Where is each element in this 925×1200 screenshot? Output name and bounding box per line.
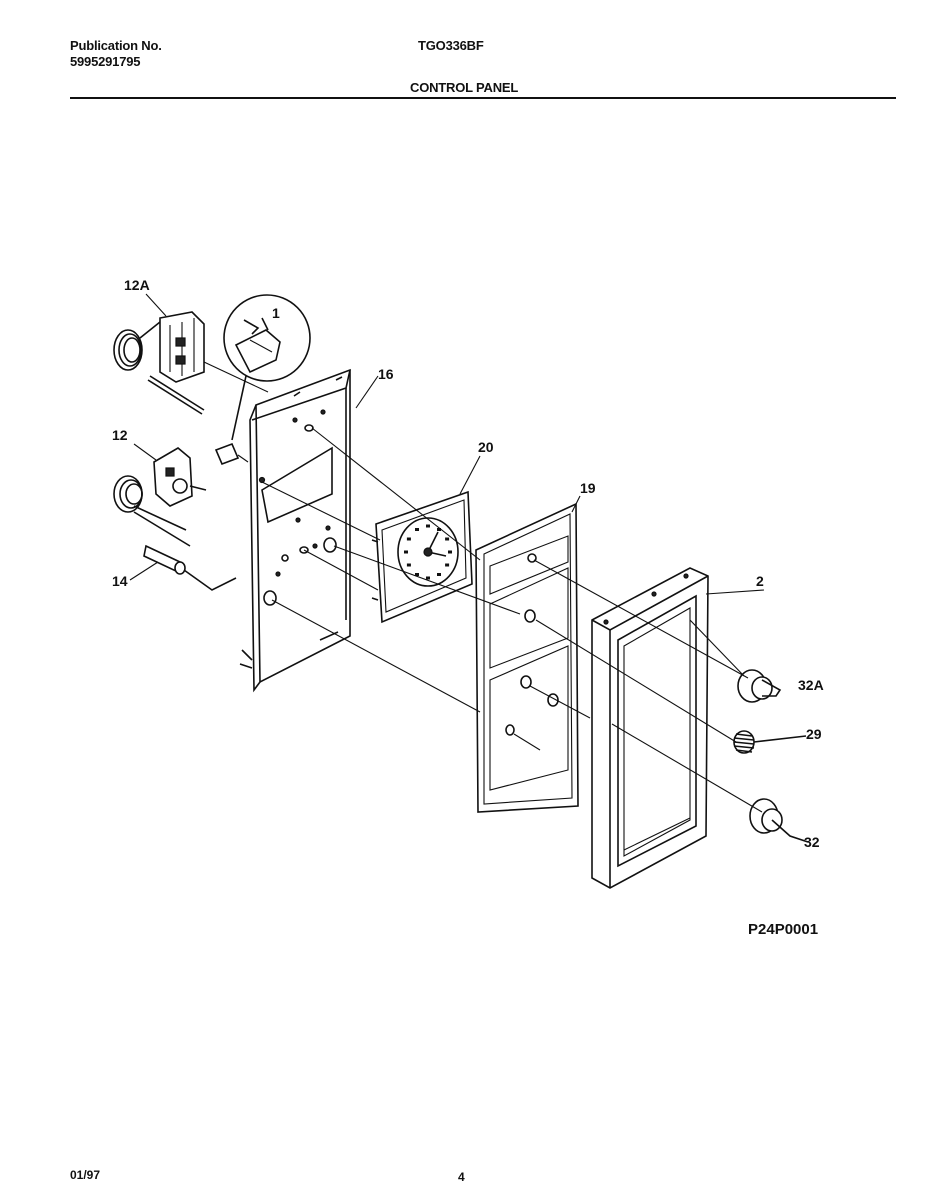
callout-1: 1	[272, 305, 280, 321]
callout-20: 20	[478, 439, 494, 455]
footer-page-number: 4	[458, 1170, 465, 1184]
footer-date: 01/97	[70, 1168, 101, 1182]
publication-number: 5995291795	[70, 54, 141, 69]
callout-32a: 32A	[798, 677, 824, 693]
figure-code: P24P0001	[748, 921, 819, 938]
clock-tick-mark	[415, 573, 419, 576]
clock-tick-mark	[437, 528, 441, 531]
callout-29: 29	[806, 726, 822, 742]
clock-tick-mark	[448, 550, 452, 554]
leader-14	[129, 561, 159, 581]
publication-label: Publication No.	[70, 38, 162, 53]
callout-2: 2	[756, 573, 764, 589]
leader-12a	[145, 293, 167, 317]
part-16-panel-plate	[239, 368, 351, 693]
callout-32: 32	[804, 834, 820, 850]
part-12a-thermostat	[113, 311, 269, 415]
clock-face-ticks	[404, 524, 452, 580]
header-rule	[70, 97, 896, 99]
leader-2	[705, 589, 765, 595]
clock-tick-mark	[437, 573, 441, 576]
part-12-thermostat	[113, 447, 207, 547]
clock-tick-mark	[426, 524, 430, 528]
clock-tick-mark	[406, 563, 411, 567]
part-29-knob-spring	[733, 730, 807, 754]
callout-12a: 12A	[124, 277, 150, 293]
part-1-clip-detail	[214, 294, 311, 466]
part-14-indicator-light	[143, 544, 237, 591]
callout-12: 12	[112, 427, 128, 443]
part-20-clock-timer	[371, 490, 473, 624]
assembly-alignment-lines	[261, 427, 763, 813]
clock-tick-mark	[404, 550, 408, 554]
callout-16: 16	[378, 366, 394, 382]
model-number: TGO336BF	[418, 38, 484, 53]
leader-19	[571, 495, 581, 513]
section-title: CONTROL PANEL	[410, 80, 519, 95]
clock-tick-mark	[445, 537, 450, 541]
leader-16	[355, 375, 379, 409]
part-32a-knob	[737, 669, 782, 703]
clock-tick-mark	[426, 576, 430, 580]
leader-12	[133, 443, 157, 461]
clock-tick-mark	[406, 537, 411, 541]
part-2-control-frame	[591, 567, 709, 889]
part-32-knob	[749, 798, 809, 843]
part-19-faceplate-overlay	[475, 502, 579, 813]
callout-14: 14	[112, 573, 128, 589]
clock-tick-mark	[445, 563, 450, 567]
callout-19: 19	[580, 480, 596, 496]
leader-20	[459, 455, 481, 495]
clock-tick-mark	[415, 528, 419, 531]
